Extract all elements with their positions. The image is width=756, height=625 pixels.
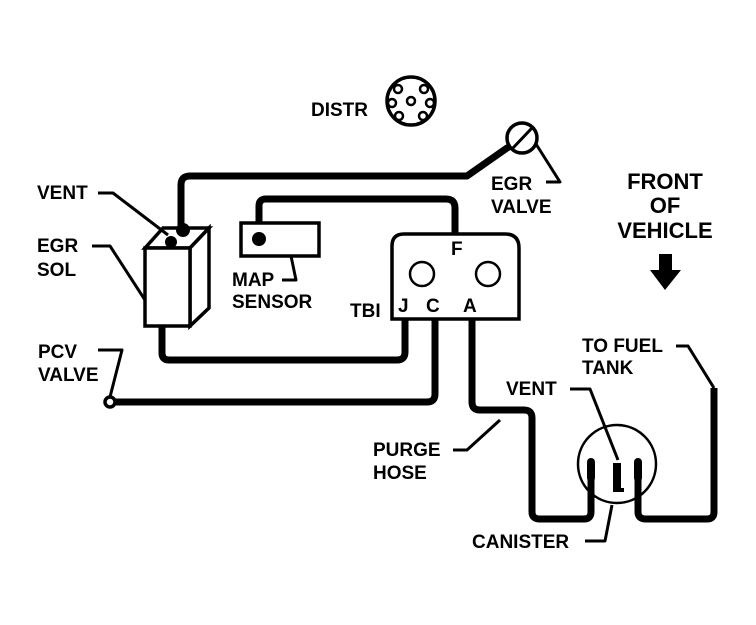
tbi-label: TBI [350,301,381,322]
tbi-port-c-label: C [426,296,440,317]
to-fuel-tank-label-1: TO FUEL [582,336,663,357]
front-label-3: VEHICLE [617,218,712,243]
egr-solenoid-icon [141,223,214,331]
pcv-valve-label-1: PCV [38,342,77,363]
vent-top-label: VENT [37,183,88,204]
front-label-2: OF [650,193,681,218]
vent-top-leader [98,191,169,237]
tbi-unit-icon [390,232,521,321]
hose-to-fuel-tank [634,388,718,523]
hose-egr-sol-to-tbi-j [158,320,409,364]
map-sensor-label-1: MAP [232,270,275,291]
to-fuel-tank-leader [676,344,716,389]
purge-hose-label-1: PURGE [373,440,441,461]
distr-label: DISTR [311,100,368,121]
egr-valve-label-2: VALVE [491,197,552,218]
map-sensor-label-2: SENSOR [232,292,313,313]
vent-canister-label: VENT [506,379,557,400]
arrow-down-icon [650,254,681,290]
canister-icon [576,423,658,505]
map-sensor-icon [239,221,321,258]
egr-valve-leader [534,143,562,184]
distributor-icon [385,75,437,127]
tbi-port-a-label: A [463,296,477,317]
egr-sol-label-1: EGR [37,236,78,257]
egr-sol-leader [92,244,147,301]
egr-valve-icon [505,121,539,155]
front-label-1: FRONT [627,169,703,194]
hose-egr-sol-to-egr-valve [177,139,518,228]
map-sensor-leader [282,255,298,282]
egr-valve-label-1: EGR [491,174,532,195]
purge-hose-leader [453,418,502,452]
hose-purge [468,320,595,523]
pcv-valve-label-2: VALVE [38,365,99,386]
tbi-port-f-label: F [451,239,463,260]
to-fuel-tank-label-2: TANK [582,358,634,379]
tbi-port-j-label: J [398,296,409,317]
hose-map-to-tbi-f [255,195,459,240]
canister-leader [585,504,614,543]
pcv-valve-icon [103,395,117,409]
egr-sol-label-2: SOL [37,260,76,281]
hose-pcv-to-tbi-c [112,320,439,406]
pcv-valve-leader [98,348,124,398]
vent-canister-leader [570,387,620,461]
canister-label: CANISTER [472,532,569,553]
purge-hose-label-2: HOSE [373,463,427,484]
